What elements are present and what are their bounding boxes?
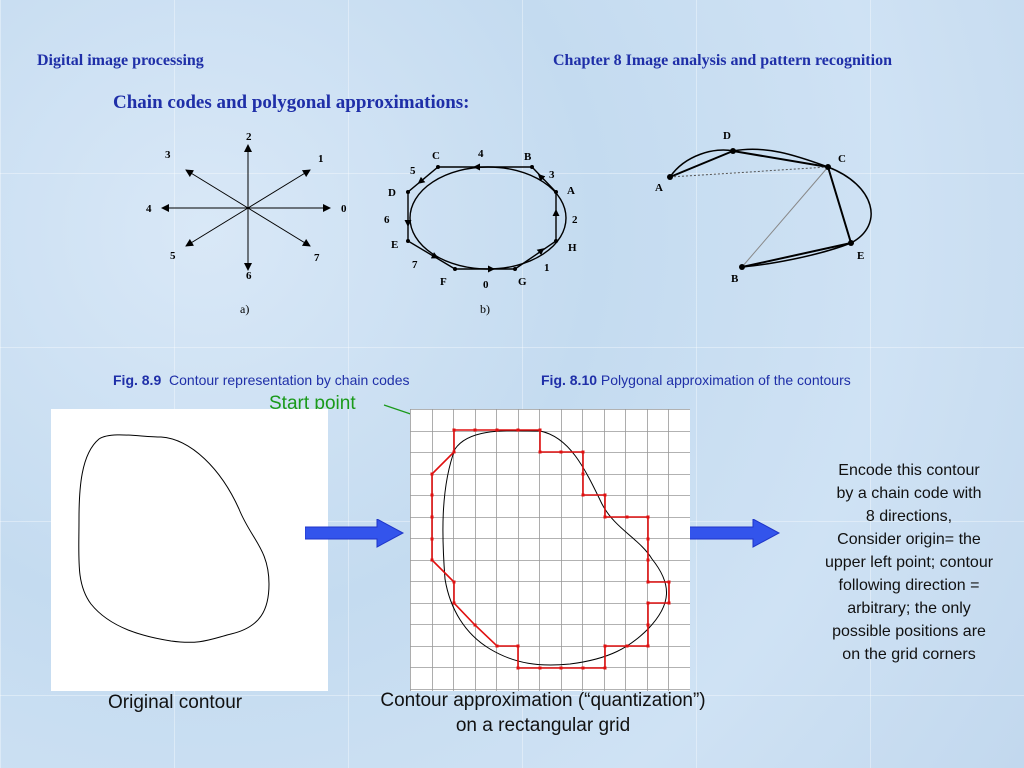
header-left: Digital image processing: [37, 52, 204, 69]
dir-label-5: 5: [170, 250, 176, 262]
desc-line-9: on the grid corners: [842, 646, 976, 663]
code-label-5: 5: [410, 165, 416, 177]
blue-arrow-2: [681, 519, 781, 548]
vertex-label-a: A: [567, 185, 575, 197]
dir-label-3: 3: [165, 149, 171, 161]
chain-code-polygon: [431, 429, 670, 669]
point-label-b: B: [731, 273, 739, 285]
vertex-h: [554, 239, 558, 243]
vertex-f: [453, 267, 457, 271]
desc-line-3: 8 directions,: [865, 508, 953, 525]
dir-7-arrow: [247, 207, 311, 247]
desc-line-4: Consider origin= the: [837, 531, 981, 548]
dir-5-arrow: [185, 207, 249, 247]
slide-title: Chain codes and polygonal approximations…: [113, 92, 470, 113]
fig-b-polygon: [407, 166, 557, 270]
point-c: [825, 164, 831, 170]
blue-arrow-1: [305, 519, 405, 548]
encode-instructions: Encode this contour by a chain code with…: [797, 459, 1021, 666]
vertex-label-e: E: [391, 239, 398, 251]
approximation-label-line-2: on a rectangular grid: [455, 715, 631, 736]
fig-a-direction-star: 0 1 2 3 4 5 6 7 a): [146, 131, 347, 316]
vertex-label-d: D: [388, 187, 396, 199]
fig-b-label: b): [480, 302, 490, 316]
code-label-7: 7: [412, 259, 418, 271]
point-b: [739, 264, 745, 270]
point-label-c: C: [838, 153, 846, 165]
fig-a-label: a): [240, 302, 249, 316]
dir-label-6: 6: [246, 270, 252, 282]
caption-fig-8-9-number: Fig. 8.9: [113, 372, 162, 388]
polygon-vertices: [430, 428, 671, 670]
code-label-0: 0: [483, 279, 489, 291]
original-contour-shape: [78, 434, 270, 643]
vertex-a: [554, 190, 558, 194]
desc-line-6: following direction =: [838, 577, 980, 594]
dir-label-2: 2: [246, 131, 252, 143]
vertex-b: [530, 165, 534, 169]
vertex-e: [406, 239, 410, 243]
point-label-e: E: [857, 250, 864, 262]
header-right: Chapter 8 Image analysis and pattern rec…: [553, 52, 892, 69]
fig-b-ellipse: [409, 166, 567, 270]
quantization-grid: [410, 409, 691, 691]
fig-c-chord-bc: [741, 166, 829, 268]
dir-label-4: 4: [146, 203, 152, 215]
code-label-6: 6: [384, 214, 390, 226]
fig-c-polygonal-approx: A B C D E: [655, 130, 872, 285]
desc-line-1: Encode this contour: [838, 462, 980, 479]
desc-line-8: possible positions are: [832, 623, 986, 640]
caption-fig-8-9-text: Contour representation by chain codes: [169, 372, 410, 388]
point-label-a: A: [655, 182, 663, 194]
point-a: [667, 174, 673, 180]
original-contour-label: Original contour: [108, 692, 243, 713]
caption-fig-8-10-text: Polygonal approximation of the contours: [600, 372, 851, 388]
dir-label-7: 7: [314, 252, 320, 264]
approximation-label-line-1: Contour approximation (“quantization”): [380, 690, 706, 711]
vertex-g: [513, 267, 517, 271]
dir-1-arrow: [247, 169, 311, 209]
grid-panel: [410, 409, 691, 691]
vertex-label-g: G: [518, 276, 527, 288]
desc-line-5: upper left point; contour: [824, 554, 994, 571]
vertex-c: [436, 165, 440, 169]
approximation-label: Contour approximation (“quantization”) o…: [348, 688, 738, 738]
dir-3-arrow: [185, 169, 249, 209]
caption-fig-8-9: Fig. 8.9 Contour representation by chain…: [113, 372, 410, 388]
original-contour-panel: [51, 409, 328, 691]
caption-fig-8-10: Fig. 8.10 Polygonal approximation of the…: [541, 372, 851, 388]
dir-label-1: 1: [318, 153, 324, 165]
code-label-4: 4: [478, 148, 484, 160]
vertex-label-b: B: [524, 151, 532, 163]
vertex-label-f: F: [440, 276, 447, 288]
caption-fig-8-10-number: Fig. 8.10: [541, 372, 598, 388]
dir-label-0: 0: [341, 203, 347, 215]
fig-b-chain-code: A B C D E F G H 4 3 2 1 0 7 6 5 b): [384, 148, 578, 316]
desc-line-7: arbitrary; the only: [847, 600, 971, 617]
code-label-3: 3: [549, 169, 555, 181]
code-label-2: 2: [572, 214, 578, 226]
desc-line-2: by a chain code with: [836, 485, 982, 502]
fig-c-dotted-chord: [669, 166, 829, 178]
vertex-d: [406, 190, 410, 194]
point-label-d: D: [723, 130, 731, 142]
code-label-1: 1: [544, 262, 550, 274]
fig-c-contour: [669, 148, 872, 268]
vertex-label-c: C: [432, 150, 440, 162]
start-point-label: Start point: [269, 393, 356, 414]
vertex-label-h: H: [568, 242, 577, 254]
point-e: [848, 240, 854, 246]
fig-c-polyline: [669, 149, 853, 268]
point-d: [730, 148, 736, 154]
